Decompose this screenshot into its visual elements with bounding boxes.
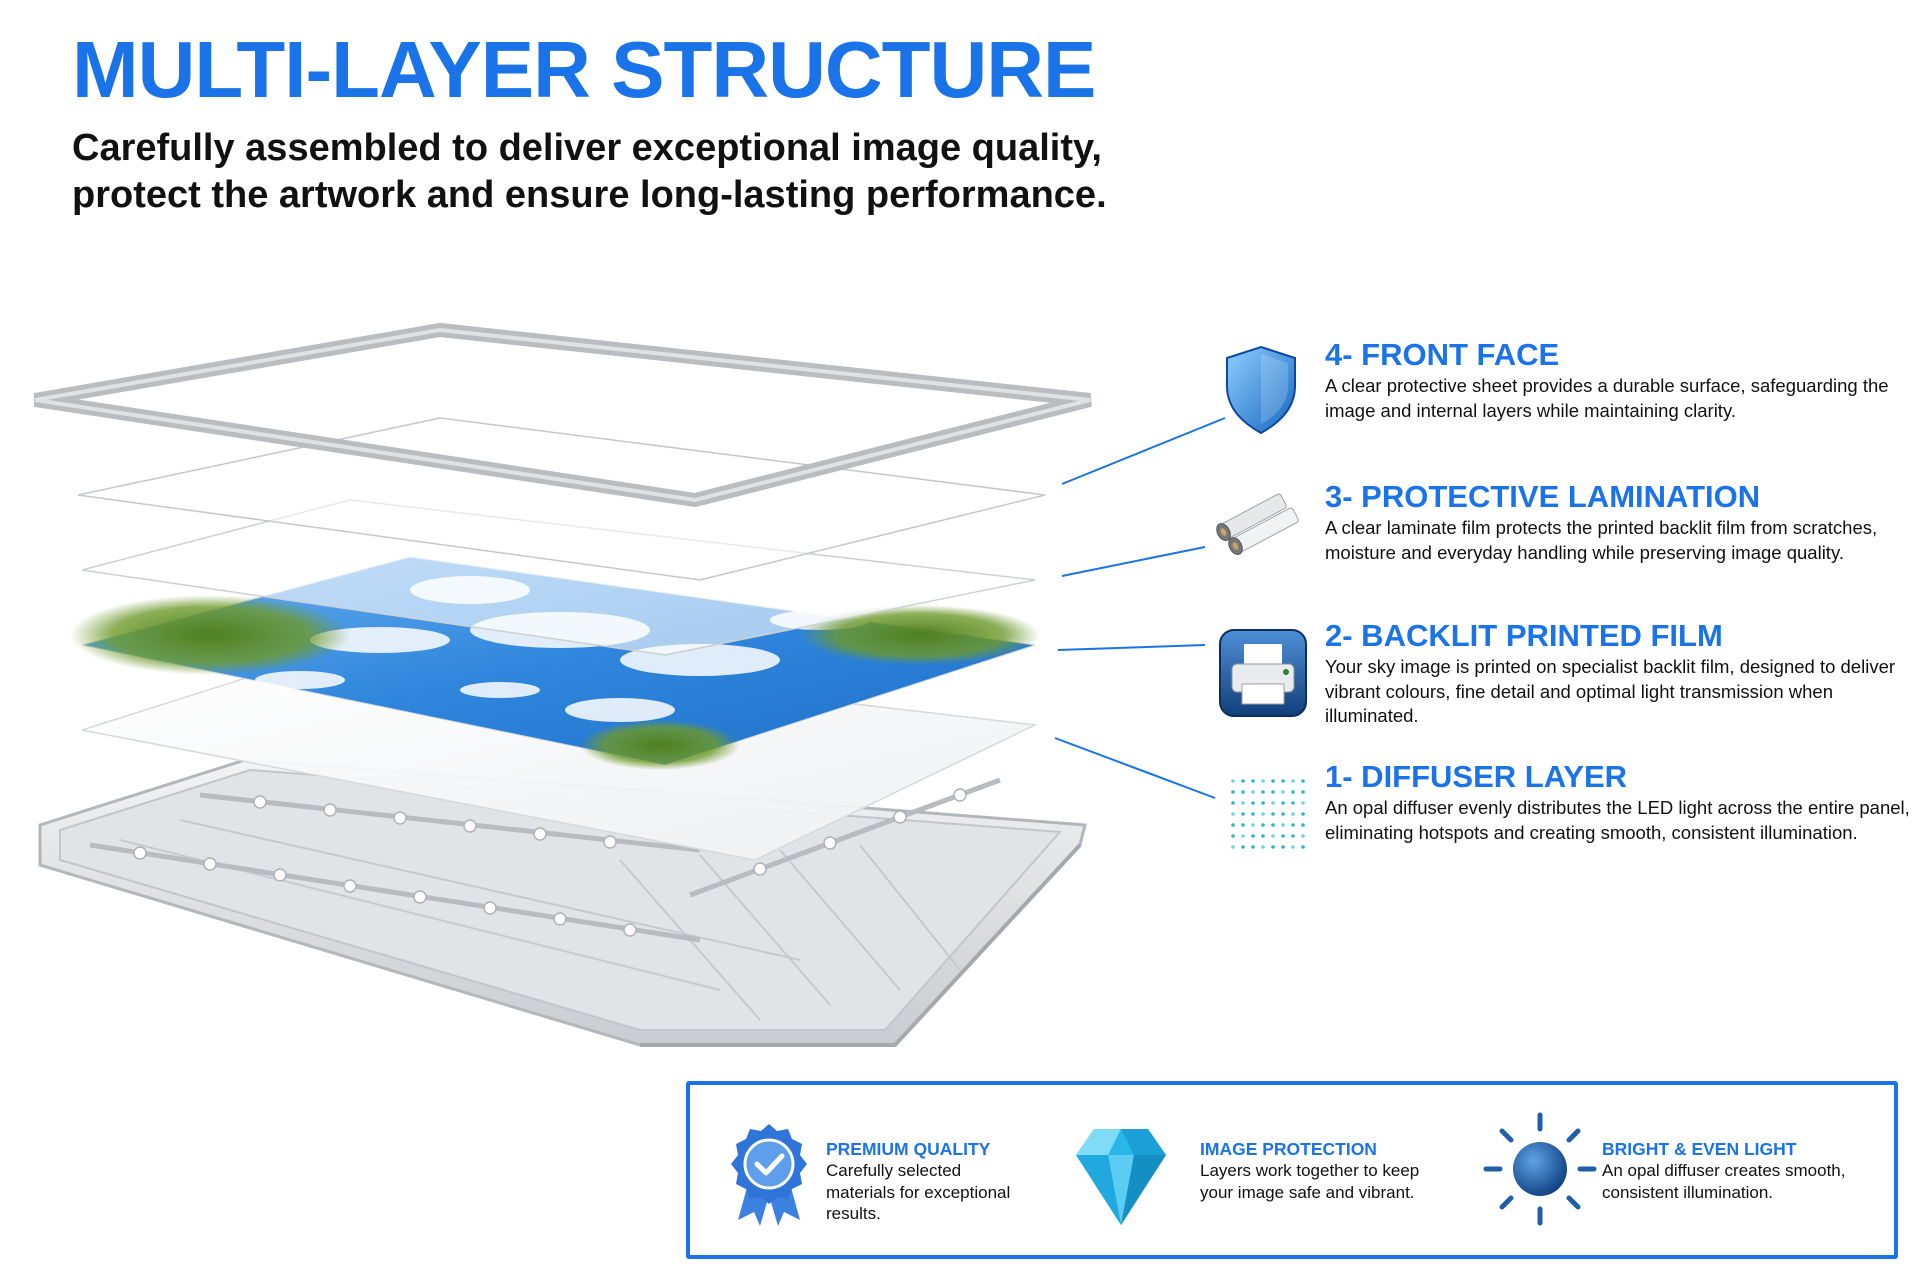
feature-title: PREMIUM QUALITY [826, 1139, 991, 1159]
layer-description: A clear laminate film protects the print… [1325, 517, 1878, 563]
led-tray [38, 758, 1087, 1047]
layer-protective-lamination: 3- PROTECTIVE LAMINATION A clear laminat… [1325, 480, 1910, 565]
film-rolls-icon [1216, 493, 1299, 556]
layer-title: 2- BACKLIT PRINTED FILM [1325, 618, 1723, 653]
layer-description: An opal diffuser evenly distributes the … [1325, 797, 1910, 843]
layer-title: 4- FRONT FACE [1325, 337, 1560, 372]
layer-diffuser: 1- DIFFUSER LAYER An opal diffuser evenl… [1325, 760, 1910, 845]
page-title: MULTI-LAYER STRUCTURE [72, 25, 1096, 114]
feature-title: IMAGE PROTECTION [1200, 1139, 1377, 1159]
layer-description: A clear protective sheet provides a dura… [1325, 375, 1889, 421]
feature-image-protection: IMAGE PROTECTION Layers work together to… [1200, 1138, 1420, 1203]
sun-icon [1483, 1112, 1597, 1226]
feature-description: An opal diffuser creates smooth, consist… [1602, 1161, 1846, 1202]
feature-box: PREMIUM QUALITY Carefully selected mater… [686, 1081, 1898, 1259]
feature-bright-even-light: BRIGHT & EVEN LIGHT An opal diffuser cre… [1602, 1138, 1872, 1203]
page-subtitle: Carefully assembled to deliver exception… [72, 125, 1172, 219]
printer-icon [1219, 629, 1307, 717]
layer-front-face: 4- FRONT FACE A clear protective sheet p… [1325, 338, 1910, 423]
dot-grid-icon [1231, 779, 1305, 849]
shield-icon [1226, 345, 1296, 435]
layer-description: Your sky image is printed on specialist … [1325, 656, 1896, 726]
layer-title: 3- PROTECTIVE LAMINATION [1325, 479, 1761, 514]
badge-check-icon [731, 1124, 807, 1226]
diamond-icon [1076, 1129, 1166, 1225]
subtitle-line-1: Carefully assembled to deliver exception… [72, 127, 1102, 169]
aluminium-frame [33, 322, 1092, 508]
feature-description: Carefully selected materials for excepti… [826, 1161, 1011, 1223]
lamination-sheet [81, 499, 1036, 656]
led-strips [89, 777, 1001, 943]
layer-title: 1- DIFFUSER LAYER [1325, 759, 1628, 794]
layer-backlit-printed-film: 2- BACKLIT PRINTED FILM Your sky image i… [1325, 619, 1910, 729]
exploded-panel-illustration [33, 322, 1092, 1047]
subtitle-line-2: protect the artwork and ensure long-last… [72, 174, 1107, 216]
feature-title: BRIGHT & EVEN LIGHT [1602, 1139, 1797, 1159]
feature-premium-quality: PREMIUM QUALITY Carefully selected mater… [826, 1138, 1026, 1225]
feature-description: Layers work together to keep your image … [1200, 1161, 1420, 1202]
